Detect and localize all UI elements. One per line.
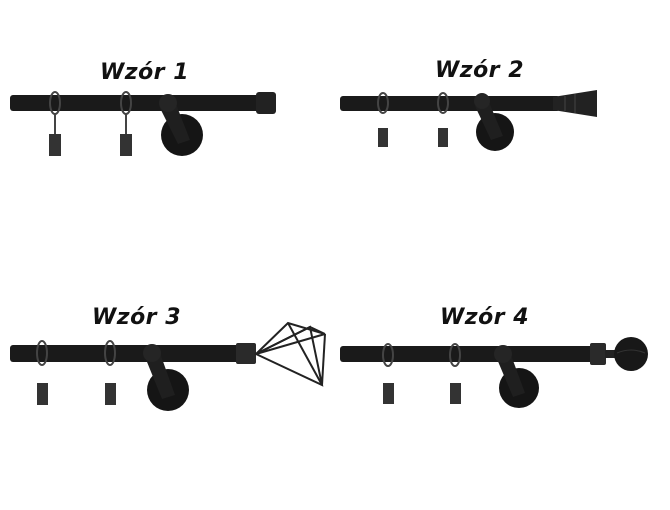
variant-2: Wzór 2 [335, 0, 670, 255]
curtain-rod-wire-diamond-image [10, 321, 326, 411]
variant-1: Wzór 1 [0, 0, 335, 255]
variant-title: Wzór 1 [100, 60, 190, 85]
curtain-rod-ball-image [340, 337, 648, 408]
variant-title: Wzór 2 [435, 58, 525, 83]
curtain-rod-cylinder-cap-image [10, 91, 276, 156]
variant-title: Wzór 4 [440, 305, 530, 330]
variant-3: Wzór 3 [0, 255, 335, 510]
variant-4: Wzór 4 [335, 255, 670, 510]
variant-title: Wzór 3 [92, 305, 182, 330]
curtain-rod-cone-image [340, 90, 597, 151]
